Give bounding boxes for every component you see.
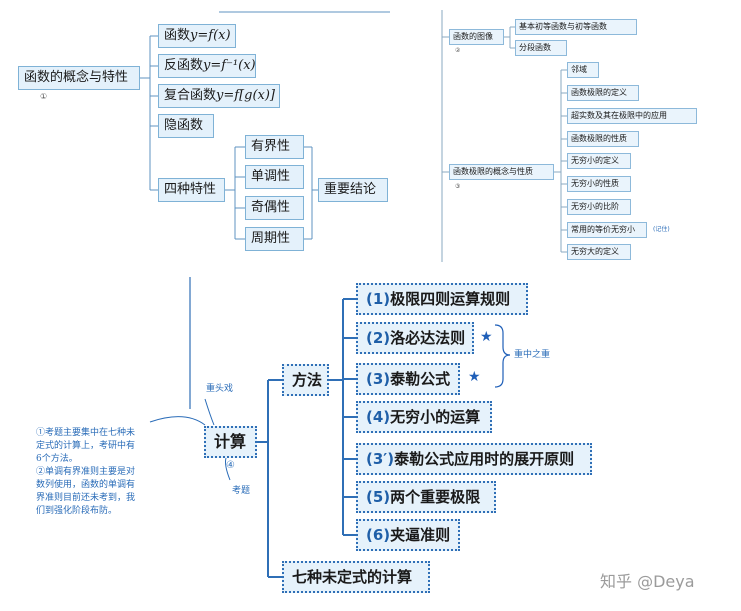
key-of-keys-label: 重中之重 [514,350,551,360]
star-icon: ★ [480,329,493,345]
note-line: 界准则目前还未考到，我 [36,493,136,503]
node-function: 函数y=f(x) [158,24,236,48]
computation-root: 计算 [204,426,257,458]
function-concepts-root: 函数的概念与特性 [18,66,140,90]
node-infinity-definition: 无穷大的定义 [567,244,631,260]
node-key-conclusions: 重要结论 [318,178,388,202]
handwritten-notes: ①考题主要集中在七种未 定式的计算上，考研中有 6个方法。 ②单调有界准则主要是… [36,427,135,518]
method-taylor-formula: (3)泰勒公式 [356,363,460,395]
trait-periodicity: 周期性 [245,227,304,251]
root-circle-mark: ① [40,92,48,101]
node-infinitesimal-properties: 无穷小的性质 [567,176,631,192]
node-limit-properties: 函数极限的性质 [567,131,639,147]
method-taylor-expansion-principle: (3′)泰勒公式应用时的展开原则 [356,443,592,475]
method-squeeze-theorem: (6)夹逼准则 [356,519,460,551]
note-line: 定式的计算上，考研中有 [36,441,136,451]
node-hyperreal-numbers: 超实数及其在极限中的应用 [567,108,697,124]
trait-boundedness: 有界性 [245,135,304,159]
node-equivalent-infinitesimals: 常用的等价无穷小 [567,222,647,238]
node-inverse-function: 反函数y=f⁻¹(x) [158,54,256,78]
node-composite-function: 复合函数y=f[g(x)] [158,84,280,108]
node-implicit-function: 隐函数 [158,114,214,138]
node-piecewise-function: 分段函数 [515,40,567,56]
panel-computation: 计算 ④ 方法 (1)极限四则运算规则 (2)洛必达法则 ★ (3)泰勒公式 ★… [0,275,741,611]
panel2-connectors [441,10,567,262]
node-function-limit-concepts: 函数极限的概念与性质 [449,164,554,180]
limit-circle-mark: ③ [455,183,461,190]
method-two-important-limits: (5)两个重要极限 [356,481,496,513]
note-line: 6个方法。 [36,454,78,464]
remember-note: (记住) [653,226,670,233]
trait-monotonicity: 单调性 [245,165,304,189]
note-line: ②单调有界准则主要是对 [36,467,136,477]
node-limit-definition: 函数极限的定义 [567,85,639,101]
node-infinitesimal-comparison: 无穷小的比阶 [567,199,631,215]
computation-circle-mark: ④ [226,460,235,471]
star-icon: ★ [468,369,481,385]
node-neighborhood: 邻域 [567,62,599,78]
panel3-connectors [149,277,511,578]
node-methods: 方法 [282,364,329,396]
panel-graphs-and-limits: 函数的图像 ② 基本初等函数与初等函数 分段函数 函数极限的概念与性质 ③ 邻域… [425,10,735,272]
node-infinitesimal-definition: 无穷小的定义 [567,153,631,169]
method-infinitesimal-operations: (4)无穷小的运算 [356,401,492,433]
zhihu-watermark: 知乎 @Deya [600,572,695,591]
note-line: 数列使用，函数的单调有 [36,480,136,490]
exam-side-label: 考题 [232,486,251,496]
method-lhopital-rule: (2)洛必达法则 [356,322,474,354]
node-seven-indeterminate-forms: 七种未定式的计算 [282,561,430,593]
focus-side-label: 重头戏 [206,384,234,394]
graph-circle-mark: ② [455,47,461,54]
trait-parity: 奇偶性 [245,196,304,220]
panel-function-concepts: 函数的概念与特性 ① 函数y=f(x) 反函数y=f⁻¹(x) 复合函数y=f[… [0,0,400,270]
node-function-graph: 函数的图像 [449,29,504,45]
panel1-connectors [140,11,390,240]
node-four-properties: 四种特性 [158,178,225,202]
node-elementary-functions: 基本初等函数与初等函数 [515,19,637,35]
method-arithmetic-rules: (1)极限四则运算规则 [356,283,528,315]
note-line: ①考题主要集中在七种未 [36,428,136,438]
note-line: 们到强化阶段布防。 [36,506,118,516]
